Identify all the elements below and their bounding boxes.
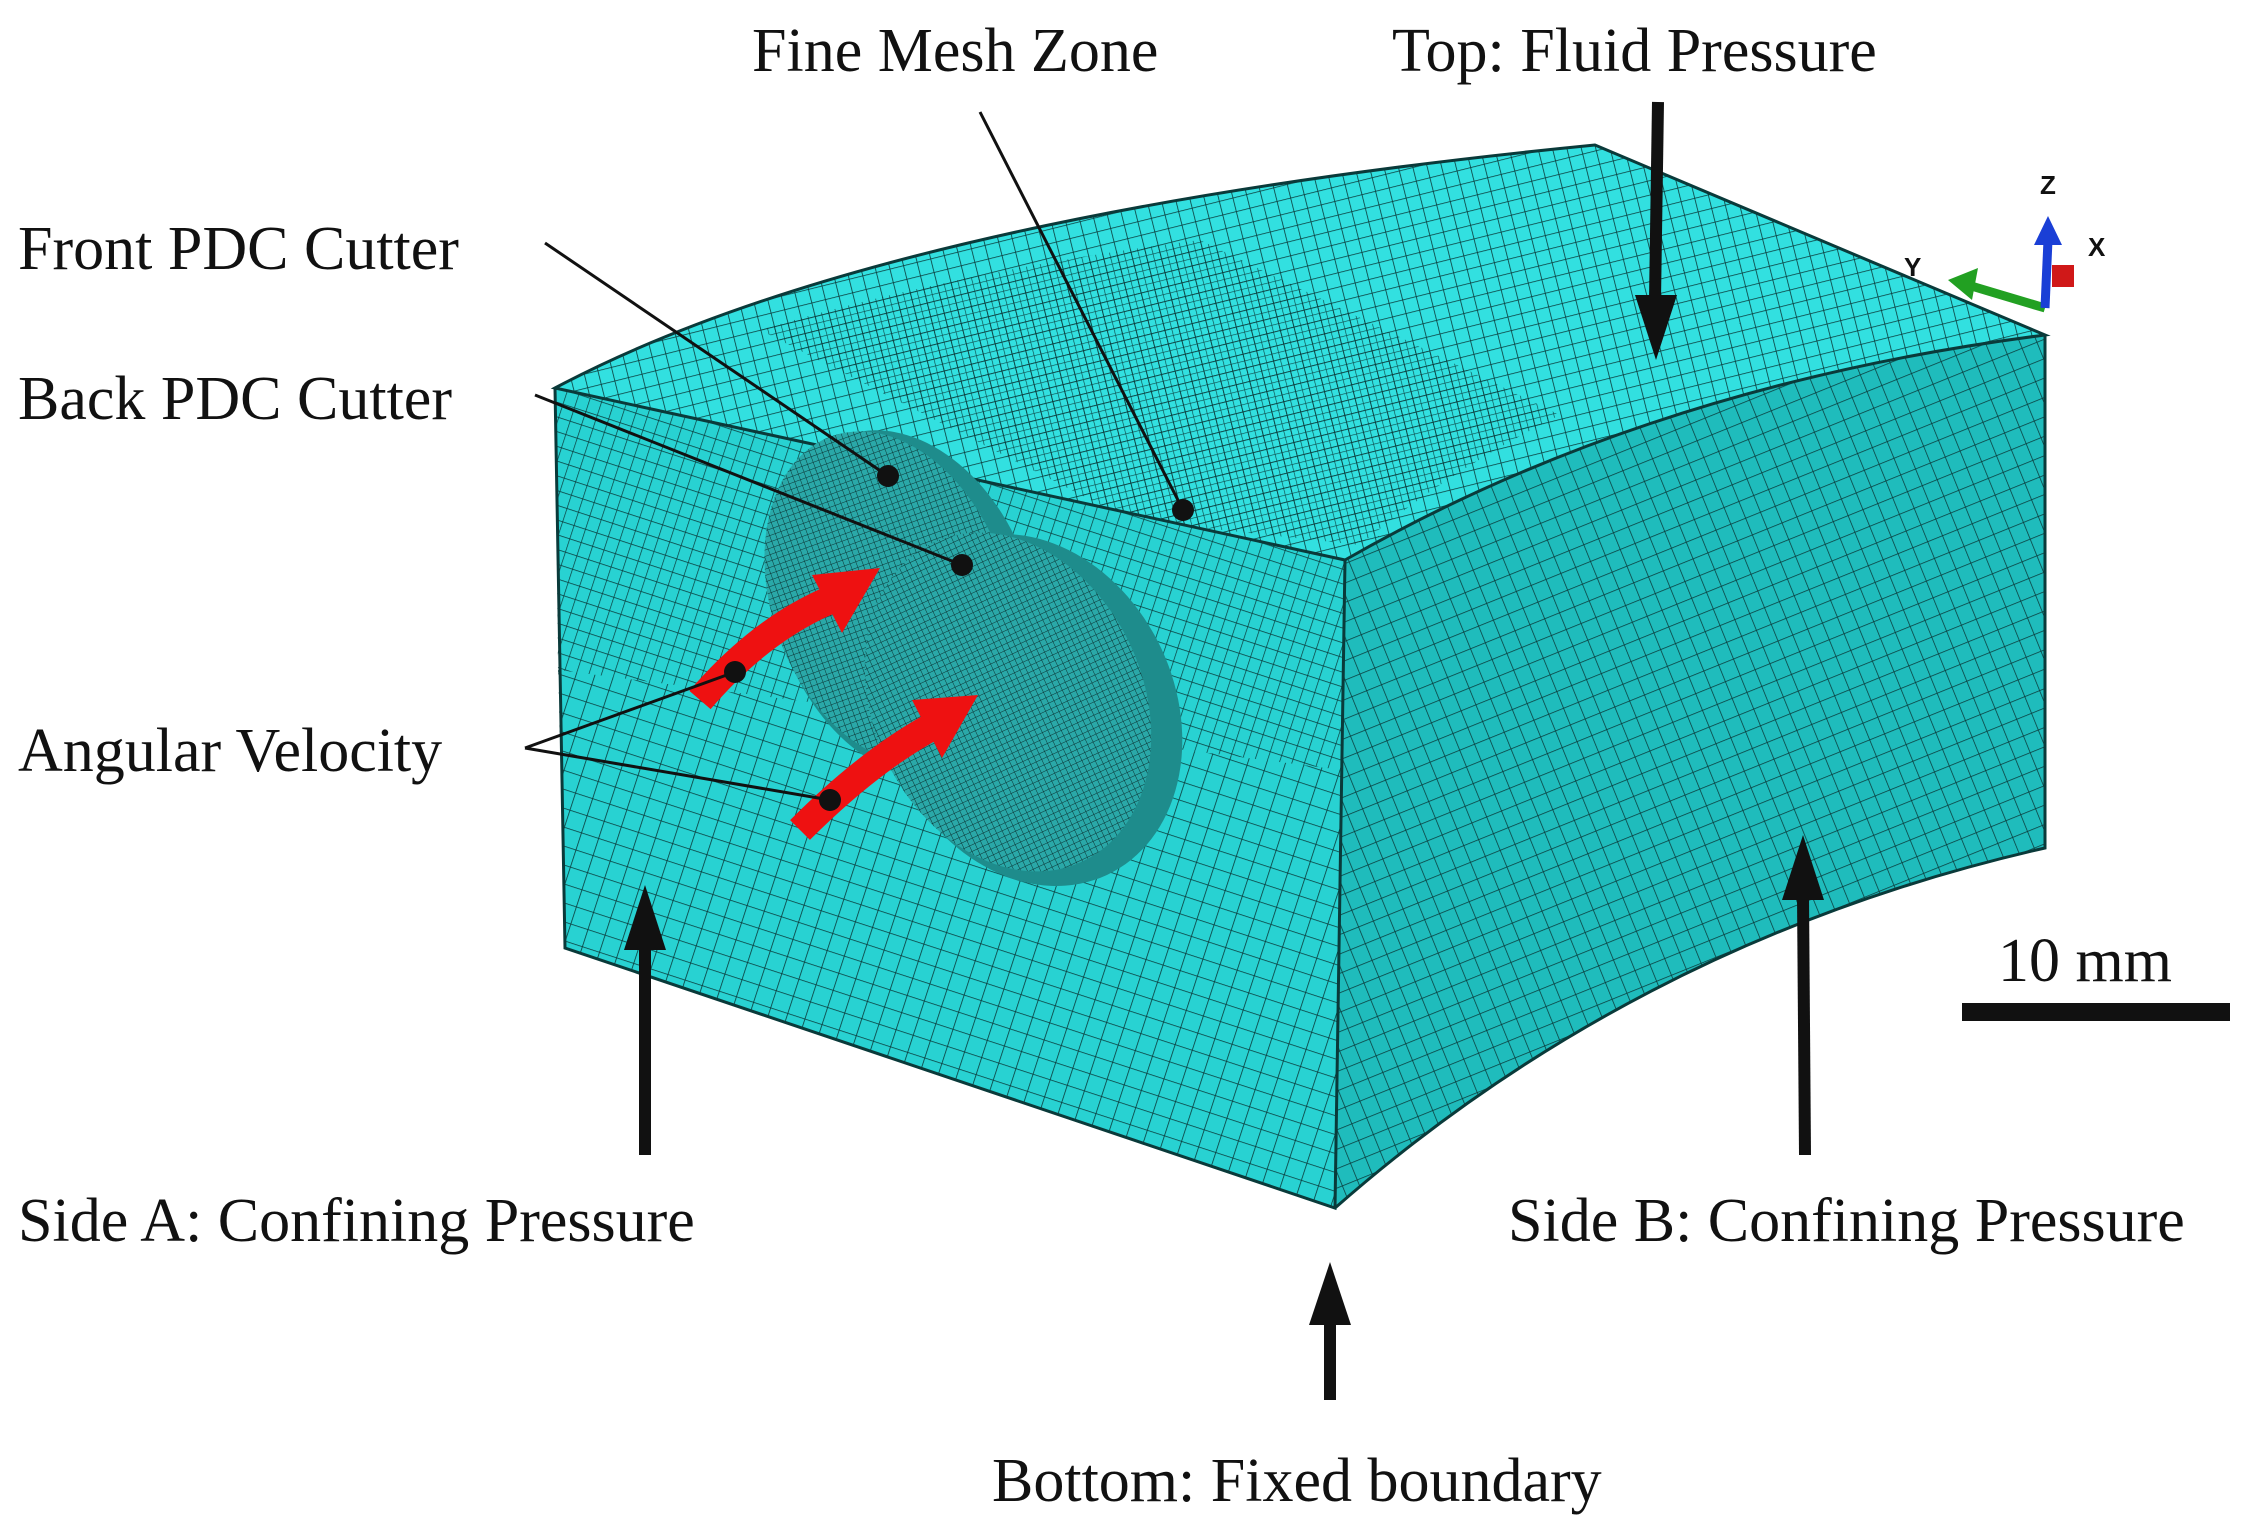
- triad-y-label: Y: [1904, 252, 1922, 282]
- triad-x-label: X: [2088, 232, 2106, 262]
- angular-velocity-arrow-front: [689, 568, 880, 710]
- back-cutter-label: Back PDC Cutter: [18, 365, 452, 433]
- angular-velocity-label: Angular Velocity: [18, 717, 443, 785]
- block-side-mesh: [1335, 335, 2045, 1208]
- axis-triad: [1948, 216, 2074, 313]
- block-edges: [550, 143, 2051, 1211]
- side-a-label: Side A: Confining Pressure: [18, 1187, 695, 1255]
- leader-lines: [524, 111, 1185, 802]
- angular-velocity-arrow-back: [790, 695, 978, 840]
- triad-z-label: Z: [2040, 170, 2056, 200]
- bottom-boundary-label: Bottom: Fixed boundary: [992, 1447, 1602, 1515]
- leader-dots: [724, 465, 1194, 811]
- top-boundary-label: Top: Fluid Pressure: [1392, 17, 1877, 85]
- front-cutter-label: Front PDC Cutter: [18, 215, 459, 283]
- rock-block: [550, 143, 2051, 1211]
- scale-bar-label: 10 mm: [1998, 927, 2172, 995]
- boundary-arrows: [624, 101, 1824, 1400]
- fine-mesh-zone: [760, 240, 1560, 545]
- fine-mesh-zone-label: Fine Mesh Zone: [752, 17, 1159, 85]
- back-pdc-cutter: [864, 532, 1183, 886]
- scale-bar: [1962, 1003, 2230, 1021]
- side-b-label: Side B: Confining Pressure: [1508, 1187, 2185, 1255]
